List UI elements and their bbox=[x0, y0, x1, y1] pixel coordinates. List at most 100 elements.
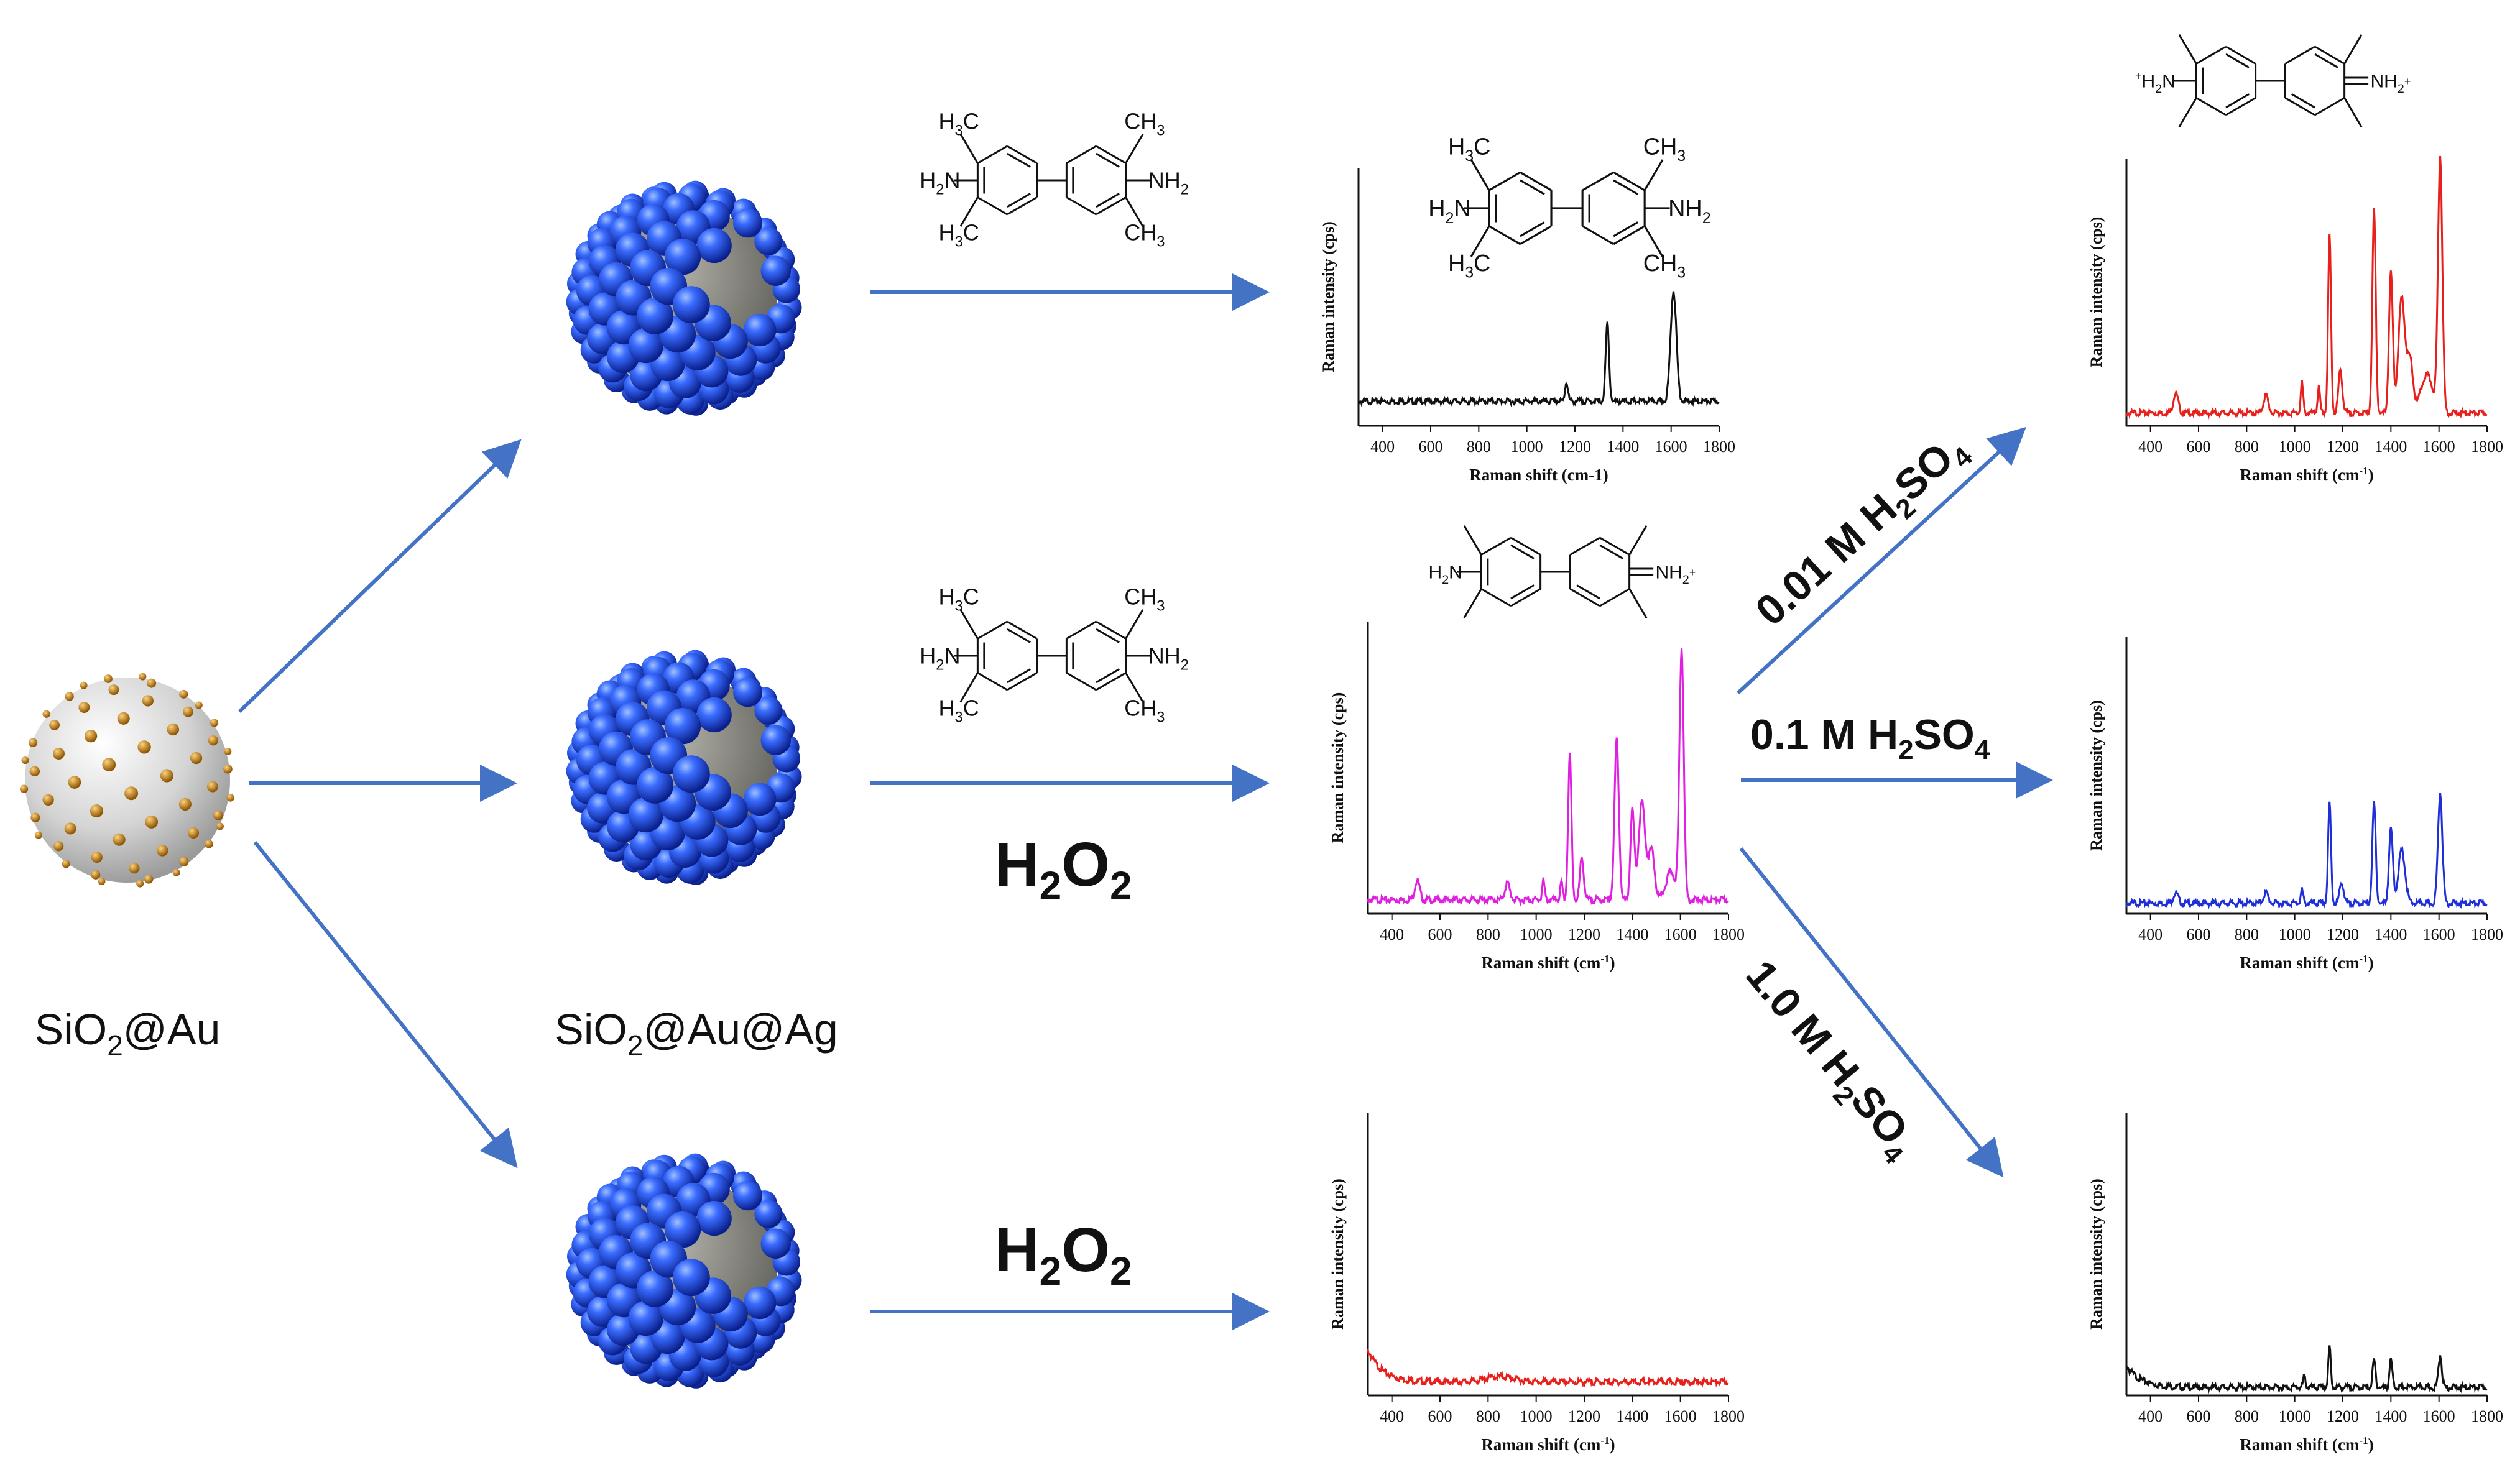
bond bbox=[959, 133, 979, 164]
bond bbox=[1628, 588, 1648, 619]
gold-nanoparticle bbox=[117, 712, 130, 725]
gold-nanoparticle bbox=[84, 729, 98, 743]
x-tick-label: 1600 bbox=[2423, 926, 2455, 944]
atom-label: H3C bbox=[939, 695, 979, 725]
silver-nanoparticle bbox=[733, 678, 763, 707]
bond bbox=[2284, 45, 2315, 65]
gold-nanoparticle bbox=[160, 769, 174, 783]
gold-nanoparticle bbox=[113, 833, 126, 846]
gold-nanoparticle bbox=[207, 781, 218, 793]
gold-nanoparticle bbox=[129, 863, 140, 874]
x-axis-label: Raman shift (cm-1) bbox=[1481, 1435, 1615, 1454]
atom-label: NH2 bbox=[1148, 168, 1189, 198]
gold-nanoparticle bbox=[19, 784, 29, 793]
atom-label: CH3 bbox=[1124, 219, 1165, 250]
bond bbox=[2225, 45, 2256, 65]
spectrum-line bbox=[1357, 291, 1720, 408]
silver-nanoparticle bbox=[743, 783, 777, 816]
x-tick-label: 800 bbox=[2235, 1407, 2259, 1425]
y-axis-label: Raman intensity (cps) bbox=[1319, 221, 1337, 372]
gold-nanoparticle bbox=[53, 841, 64, 852]
gold-nanoparticle bbox=[216, 822, 224, 830]
bond bbox=[1096, 152, 1120, 168]
gold-nanoparticle bbox=[144, 875, 154, 884]
silver-nanoparticle bbox=[733, 1181, 763, 1211]
core-shell-particle-bottom bbox=[566, 1153, 802, 1389]
bond bbox=[1066, 196, 1097, 216]
bond bbox=[1488, 171, 1521, 191]
gold-nanoparticle bbox=[145, 815, 159, 829]
bond bbox=[2178, 97, 2197, 128]
bond bbox=[1599, 588, 1630, 607]
acid-label-mid: 0.1 M H2SO4 bbox=[1750, 711, 1990, 765]
silver-nanoparticle bbox=[754, 696, 783, 725]
bond bbox=[1096, 628, 1120, 643]
silver-nanoparticle bbox=[664, 238, 701, 275]
bond bbox=[1470, 226, 1490, 257]
gold-nanoparticle bbox=[210, 719, 219, 727]
x-tick-label: 400 bbox=[2138, 1407, 2162, 1425]
silver-nanoparticle bbox=[664, 707, 701, 745]
bond bbox=[1520, 179, 1545, 195]
silver-nanoparticle bbox=[754, 1200, 783, 1228]
gold-nanoparticle bbox=[30, 812, 40, 822]
bond bbox=[1599, 536, 1630, 556]
silver-nanoparticle bbox=[733, 208, 763, 238]
silver-nanoparticle bbox=[760, 725, 791, 756]
bond bbox=[1599, 544, 1623, 559]
gold-nanoparticle bbox=[205, 840, 213, 848]
x-tick-label: 1000 bbox=[2279, 438, 2311, 456]
gold-nanoparticle bbox=[137, 740, 151, 754]
atom-label: H2N bbox=[920, 168, 960, 198]
bond bbox=[1007, 196, 1038, 216]
bond bbox=[2314, 53, 2338, 68]
bond bbox=[1480, 588, 1512, 607]
atom-label: CH3 bbox=[1643, 134, 1686, 165]
atom-label: H3C bbox=[1448, 250, 1490, 282]
gold-nanoparticle bbox=[42, 794, 54, 806]
gold-nanoparticle bbox=[226, 794, 234, 802]
x-tick-label: 400 bbox=[2138, 438, 2162, 456]
gold-nanoparticle bbox=[188, 827, 200, 839]
bond bbox=[1613, 225, 1645, 246]
x-tick-label: 1400 bbox=[2375, 926, 2407, 944]
bond bbox=[1096, 145, 1127, 164]
acid-label-low: 0.01 M H2SO4 bbox=[1747, 423, 1978, 640]
bond bbox=[1066, 145, 1097, 164]
bond bbox=[2195, 45, 2227, 65]
silver-nanoparticle bbox=[672, 1259, 710, 1297]
gold-nanoparticle bbox=[68, 776, 81, 789]
bond bbox=[1007, 668, 1031, 684]
x-tick-label: 600 bbox=[1419, 438, 1443, 456]
x-tick-label: 1000 bbox=[2279, 926, 2311, 944]
x-tick-label: 600 bbox=[1428, 926, 1452, 944]
bond bbox=[1096, 668, 1120, 684]
bond bbox=[977, 672, 1008, 691]
bond bbox=[977, 196, 1008, 216]
x-tick-label: 1200 bbox=[1568, 926, 1600, 944]
x-tick-label: 1000 bbox=[2279, 1407, 2311, 1425]
gold-nanoparticle bbox=[136, 880, 144, 888]
bond bbox=[1520, 221, 1545, 237]
gold-nanoparticle bbox=[142, 695, 154, 707]
gold-nanoparticle bbox=[172, 868, 180, 876]
x-tick-label: 1400 bbox=[1616, 926, 1648, 944]
atom-label: NH2+ bbox=[1655, 563, 1696, 587]
bond bbox=[2225, 53, 2250, 68]
atom-label: H2N bbox=[1428, 563, 1462, 587]
x-tick-label: 1000 bbox=[1511, 438, 1543, 456]
x-tick-label: 400 bbox=[2138, 926, 2162, 944]
gold-nanoparticle bbox=[179, 689, 188, 699]
bond bbox=[959, 672, 979, 703]
bond bbox=[959, 196, 979, 227]
acid-label-high: 1.0 M H2SO4 bbox=[1732, 952, 1927, 1170]
bond bbox=[2291, 93, 2315, 109]
bond bbox=[2178, 34, 2197, 65]
x-tick-label: 1600 bbox=[2423, 438, 2455, 456]
bond bbox=[1576, 584, 1600, 600]
atom-label: NH2 bbox=[1668, 196, 1710, 227]
bond bbox=[977, 145, 1008, 164]
